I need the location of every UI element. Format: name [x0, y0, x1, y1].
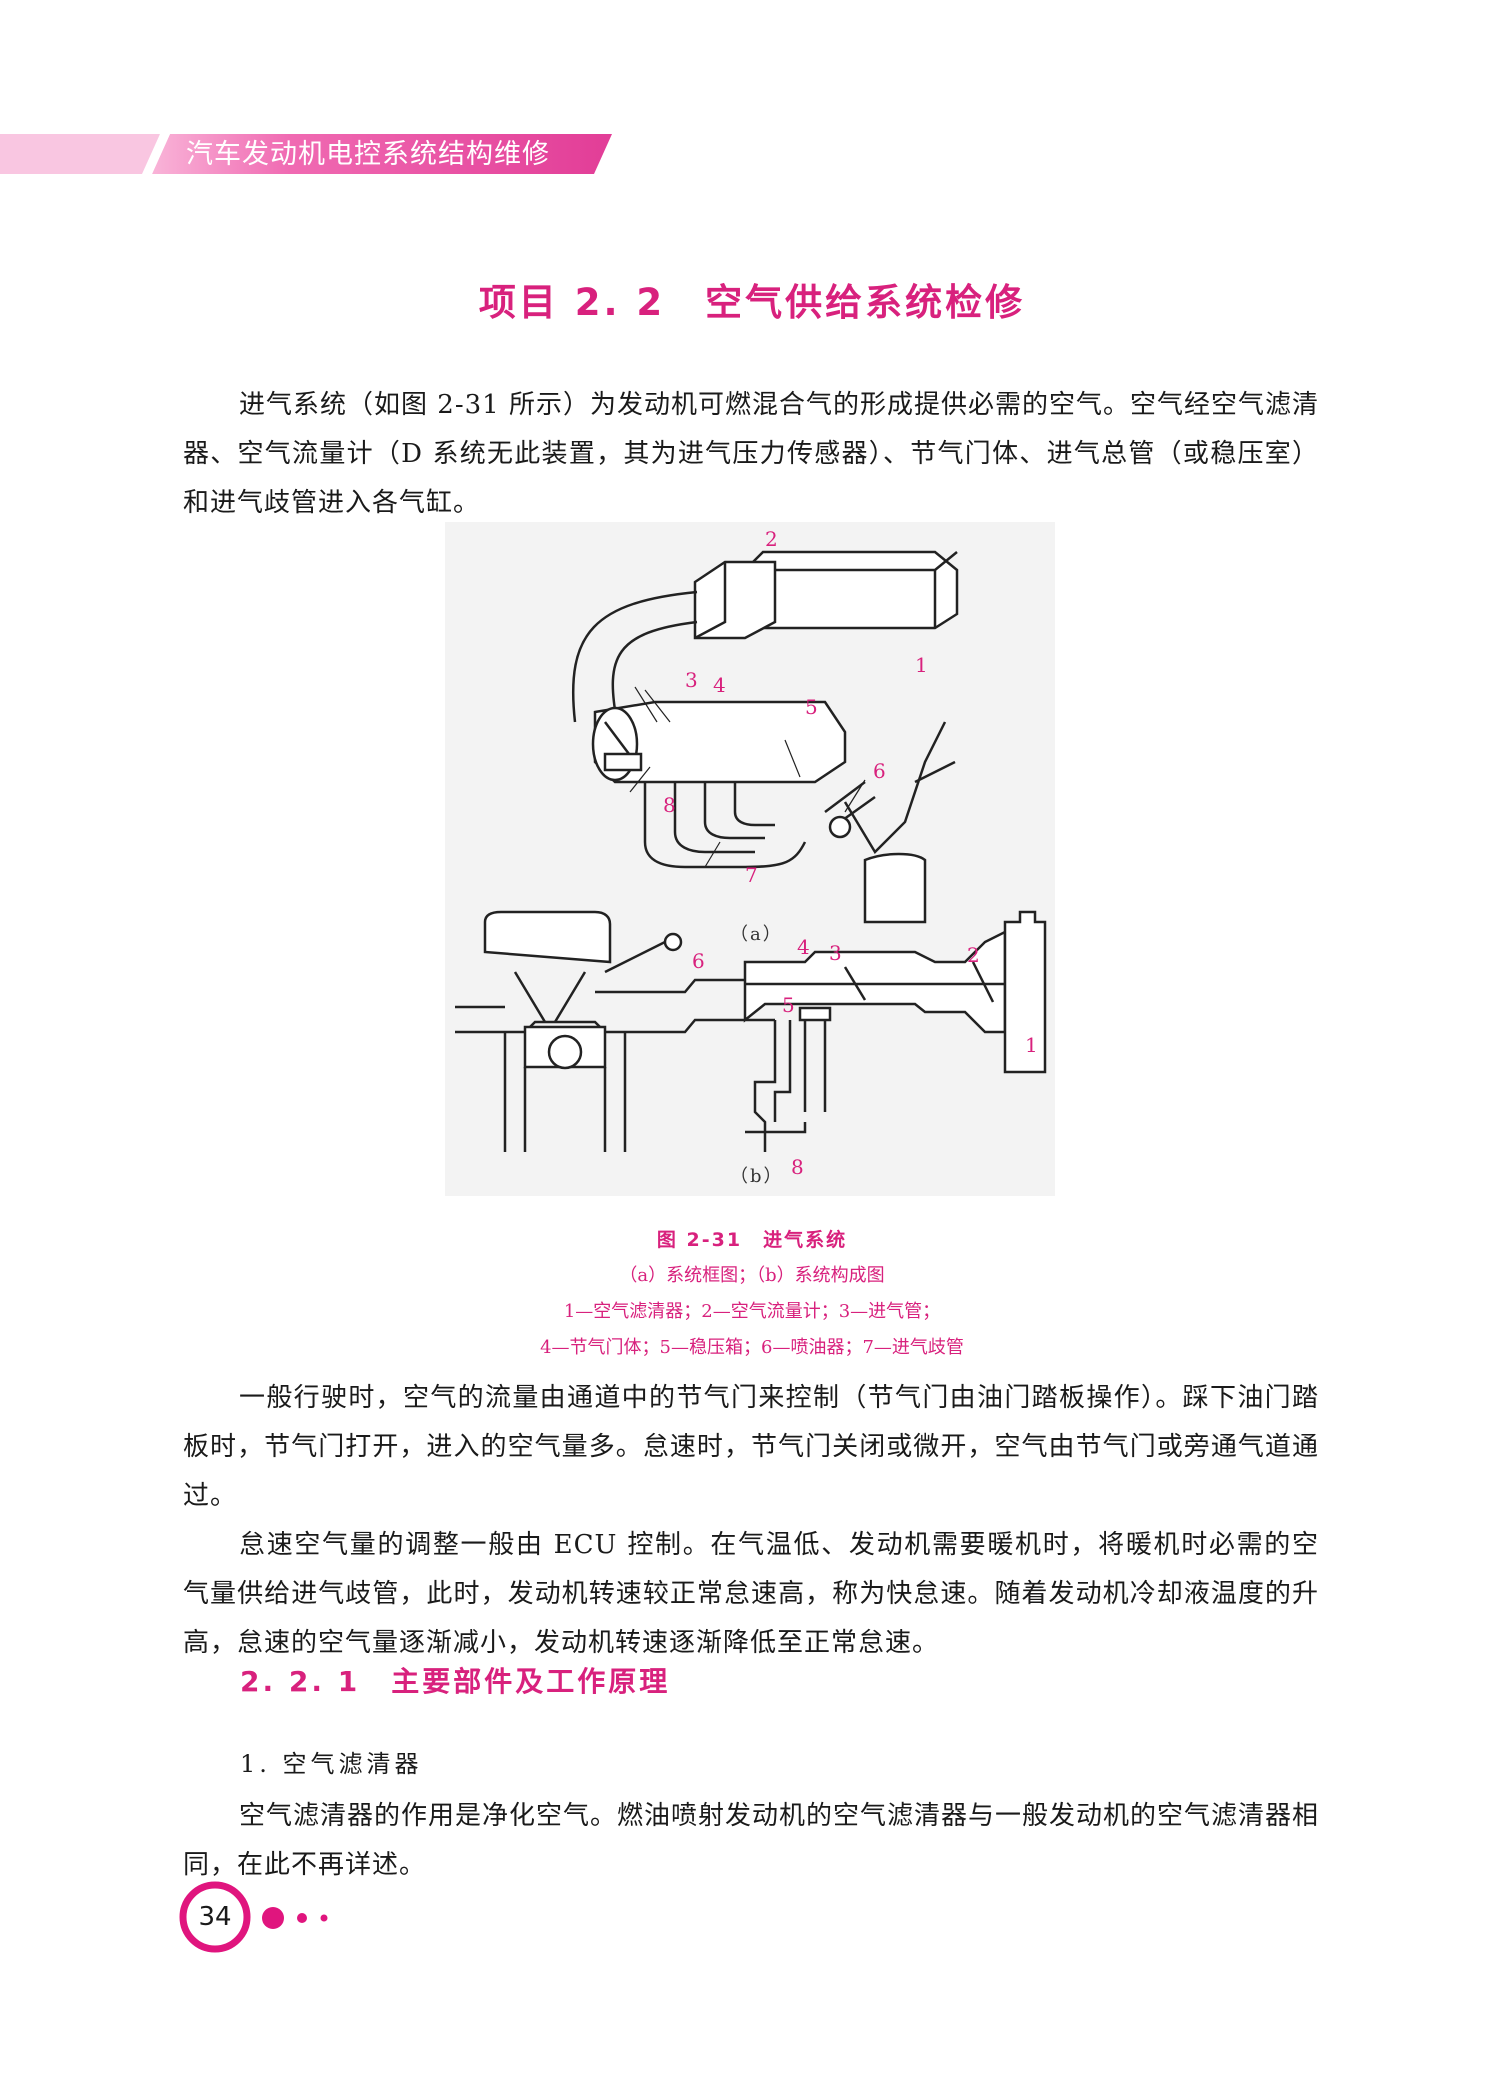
intro-paragraph: 进气系统（如图 2-31 所示）为发动机可燃混合气的形成提供必需的空气。空气经空… [183, 381, 1319, 528]
page-number-ornament [179, 1881, 328, 1953]
subsection-title: 2. 2. 1 主要部件及工作原理 [240, 1665, 671, 1698]
label-a-7: 7 [745, 863, 758, 887]
figure-caption: 图 2-31 进气系统 （a）系统框图；（b）系统构成图 1—空气滤清器；2—空… [0, 1222, 1504, 1366]
figure-subcaption-a: （a） [730, 924, 783, 945]
label-a-5: 5 [805, 695, 818, 719]
item-paragraph: 空气滤清器的作用是净化空气。燃油喷射发动机的空气滤清器与一般发动机的空气滤清器相… [183, 1792, 1319, 1890]
figure-caption-line3: 4—节气门体；5—稳压箱；6—喷油器；7—进气歧管 [540, 1337, 964, 1358]
item-text: 空气滤清器的作用是净化空气。燃油喷射发动机的空气滤清器与一般发动机的空气滤清器相… [183, 1801, 1320, 1880]
label-b-2: 2 [967, 943, 980, 967]
label-a-4: 4 [713, 673, 726, 697]
figure-subcaption-b: （b） [730, 1166, 784, 1187]
label-b-8: 8 [791, 1155, 804, 1179]
figure-caption-line2: 1—空气滤清器；2—空气流量计；3—进气管； [563, 1301, 941, 1322]
intro-text: 进气系统（如图 2-31 所示）为发动机可燃混合气的形成提供必需的空气。空气经空… [183, 390, 1319, 518]
figure-caption-line1: （a）系统框图；（b）系统构成图 [619, 1265, 885, 1286]
label-a-2: 2 [765, 527, 778, 551]
label-b-6: 6 [692, 949, 705, 973]
body-paragraphs: 一般行驶时，空气的流量由通道中的节气门来控制（节气门由油门踏板操作）。踩下油门踏… [183, 1374, 1319, 1668]
figure-caption-title: 图 2-31 进气系统 [656, 1229, 848, 1251]
header-band [0, 134, 620, 174]
diagram-a: 2 1 3 4 5 6 7 8 [571, 527, 959, 924]
label-b-3: 3 [829, 941, 842, 965]
label-a-1: 1 [915, 653, 928, 677]
label-b-4: 4 [797, 935, 810, 959]
intake-system-diagram: 2 1 3 4 5 6 7 8 [455, 527, 1047, 1179]
book-title: 汽车发动机电控系统结构维修 [186, 139, 550, 170]
body-text-1: 一般行驶时，空气的流量由通道中的节气门来控制（节气门由油门踏板操作）。踩下油门踏… [183, 1383, 1319, 1511]
section-title: 项目 2. 2 空气供给系统检修 [478, 281, 1026, 324]
header-band-shape [0, 134, 612, 174]
diagram-b: 6 4 3 2 1 5 8 [455, 910, 1047, 1179]
item-heading: 1. 空气滤清器 [240, 1750, 423, 1778]
figure-intake-system: 2 1 3 4 5 6 7 8 [445, 522, 1055, 1196]
label-a-6: 6 [873, 759, 886, 783]
page-number-badge: 34 [178, 1880, 348, 1960]
label-a-8: 8 [663, 793, 676, 817]
body-text-2: 怠速空气量的调整一般由 ECU 控制。在气温低、发动机需要暖机时，将暖机时必需的… [183, 1530, 1319, 1658]
label-b-5: 5 [782, 993, 795, 1017]
label-b-1: 1 [1025, 1033, 1038, 1057]
label-a-3: 3 [685, 668, 698, 692]
page-number: 34 [198, 1902, 232, 1932]
